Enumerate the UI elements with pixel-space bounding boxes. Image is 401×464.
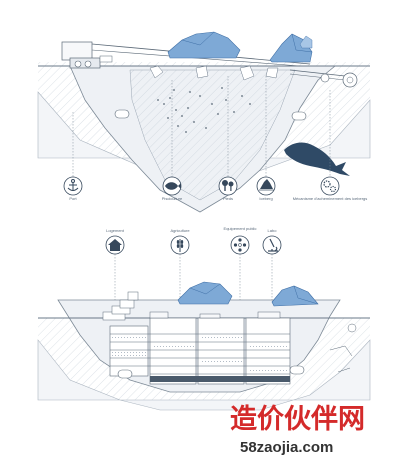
iceberg-icon: [259, 179, 274, 191]
label-port: Port: [69, 196, 77, 201]
bottom-icebergs: [177, 281, 319, 307]
anchor-icon: [67, 179, 79, 191]
public-equipment-marker: Equipement public: [224, 226, 257, 255]
wheat-icon: [176, 239, 184, 252]
top-fish-school: [157, 87, 251, 133]
bottom-stairs: [102, 291, 139, 321]
fish-species-marker: Pieds: [218, 176, 238, 201]
port-marker: Port: [63, 176, 83, 201]
watermark-brand: 造价伙伴网: [230, 404, 365, 435]
label-fish-species: Pieds: [223, 196, 233, 201]
agriculture-marker: Agriculture: [170, 228, 190, 255]
gear-icon: [323, 180, 337, 193]
label-housing: Logement: [106, 228, 125, 233]
top-basin: [129, 69, 296, 201]
top-section: [37, 31, 371, 213]
mechanism-marker: Mécanisme d'acheminement des icebergs: [293, 176, 368, 201]
house-icon: [108, 239, 122, 251]
label-iceberg: Iceberg: [259, 196, 272, 201]
whale-icon: [284, 142, 350, 176]
top-hull-bumpers: [114, 109, 307, 121]
tree-icon: [222, 180, 234, 191]
iceberg-marker: Iceberg: [256, 176, 276, 201]
bottom-hull-bumpers: [117, 365, 305, 379]
bottom-buildings: [109, 311, 291, 385]
top-icon-row: Port Pisciculture Pieds Ice: [63, 176, 368, 201]
iceberg-small: [299, 35, 313, 49]
label-public-equipment: Equipement public: [224, 226, 257, 231]
pisciculture-marker: Pisciculture: [162, 176, 183, 201]
label-lab: Labo: [268, 228, 278, 233]
housing-marker: Logement: [105, 228, 125, 255]
lab-marker: Labo: [262, 228, 282, 255]
circles-icon: [233, 238, 247, 252]
bottom-right-details: [329, 323, 357, 373]
fish-icon: [165, 182, 181, 190]
microscope-icon: [268, 238, 278, 252]
bottom-icon-row: Logement Agriculture Equipement public: [105, 226, 282, 330]
iceberg-large: [167, 31, 241, 59]
label-pisciculture: Pisciculture: [162, 196, 183, 201]
label-agriculture: Agriculture: [170, 228, 190, 233]
watermark-url: 58zaojia.com: [240, 439, 333, 456]
watermark: 造价伙伴网 58zaojia.com: [230, 404, 365, 456]
bottom-section: [37, 281, 371, 411]
top-leader-lines: [72, 76, 331, 178]
top-icebergs: [167, 31, 313, 63]
top-ice-pieces: [149, 65, 279, 81]
top-conveyor: [289, 69, 358, 88]
bottom-seabed: [37, 339, 371, 411]
label-mechanism: Mécanisme d'acheminement des icebergs: [293, 196, 368, 201]
